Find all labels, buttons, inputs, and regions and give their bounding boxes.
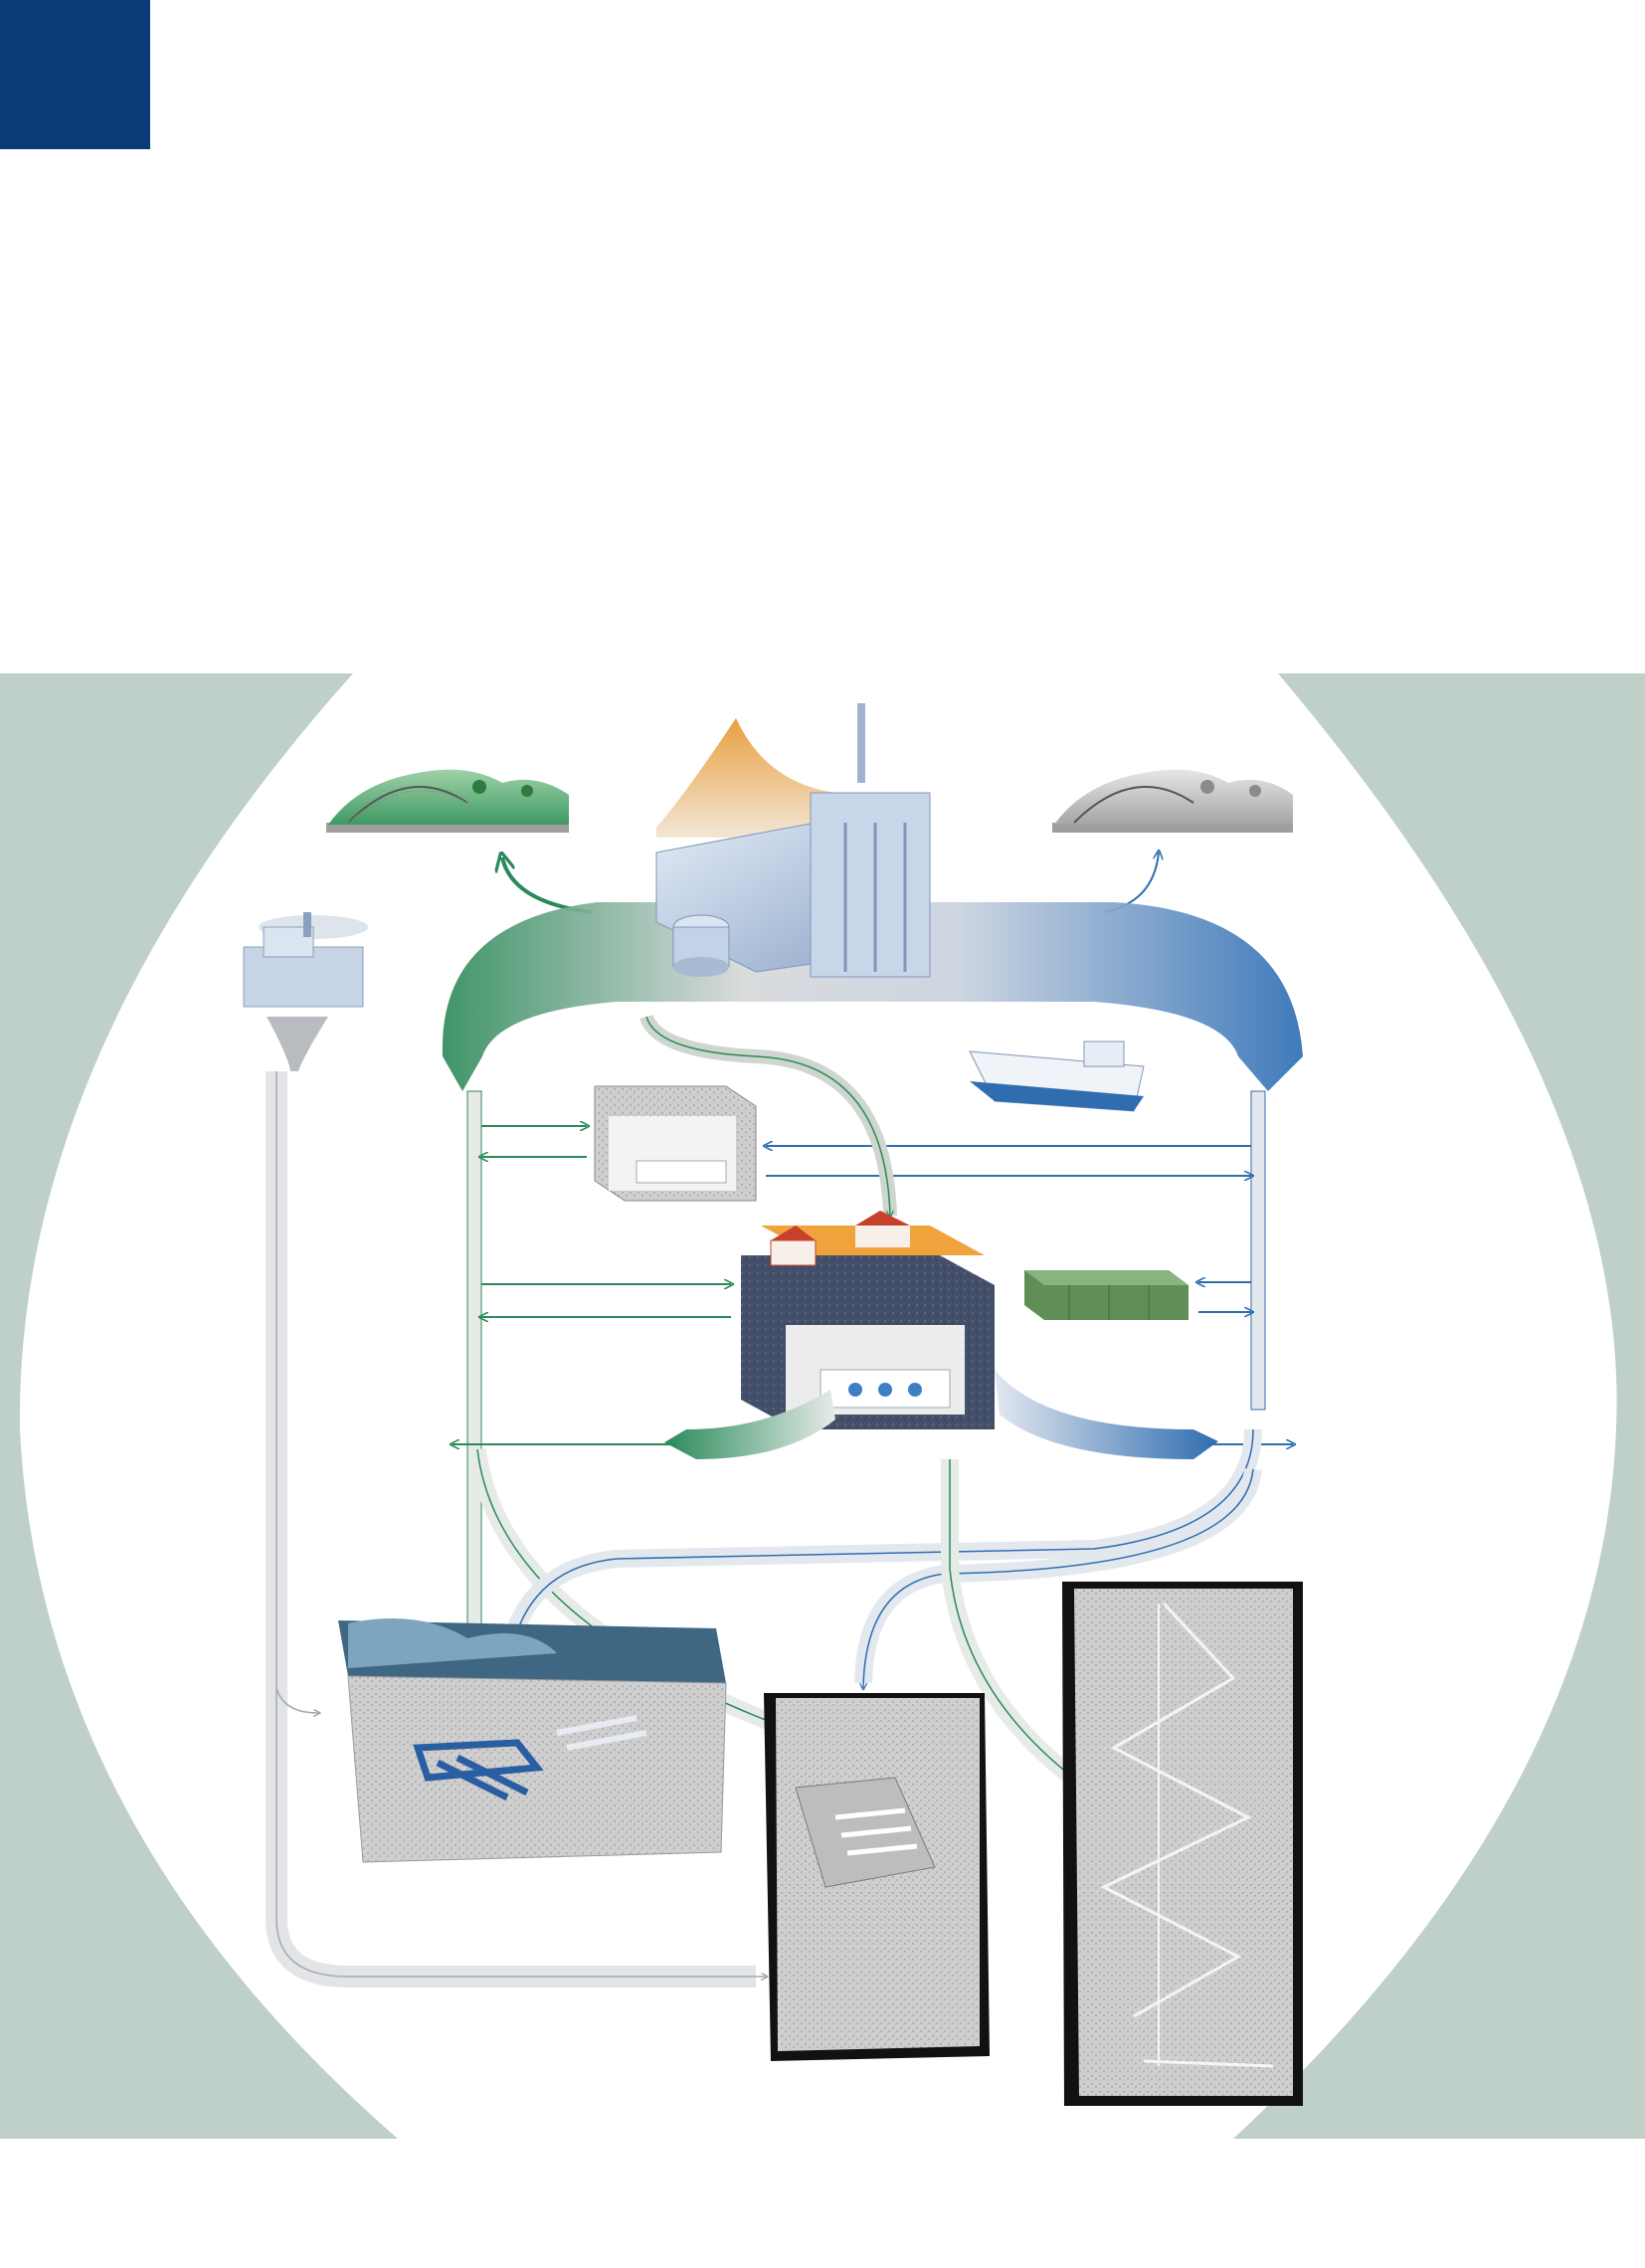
transport-ship-illustration <box>969 1040 1145 1112</box>
blue-trunk <box>1250 1090 1266 1411</box>
blue-fan <box>995 1370 1218 1459</box>
corner-tab <box>0 0 150 149</box>
restored-site-green-illustration <box>326 769 569 833</box>
radioactive-waste-flow-diagram <box>0 673 1645 2139</box>
central-interim-storage-illustration <box>741 1211 995 1429</box>
interim-store-illustration <box>594 1085 757 1202</box>
green-fan <box>664 1390 835 1459</box>
deep-rock-repository-illustration <box>764 1693 990 2061</box>
nuclear-power-plant-illustration <box>655 703 931 978</box>
container-store-illustration <box>1024 1270 1188 1320</box>
collector-stream <box>442 902 1303 1091</box>
green-trunk <box>466 1090 482 1629</box>
industry-sources-illustration <box>243 912 368 1071</box>
deep-borehole-repository-illustration <box>1062 1582 1303 2106</box>
shallow-repository-illustration <box>338 1618 727 1863</box>
restored-site-grey-illustration <box>1052 769 1293 833</box>
